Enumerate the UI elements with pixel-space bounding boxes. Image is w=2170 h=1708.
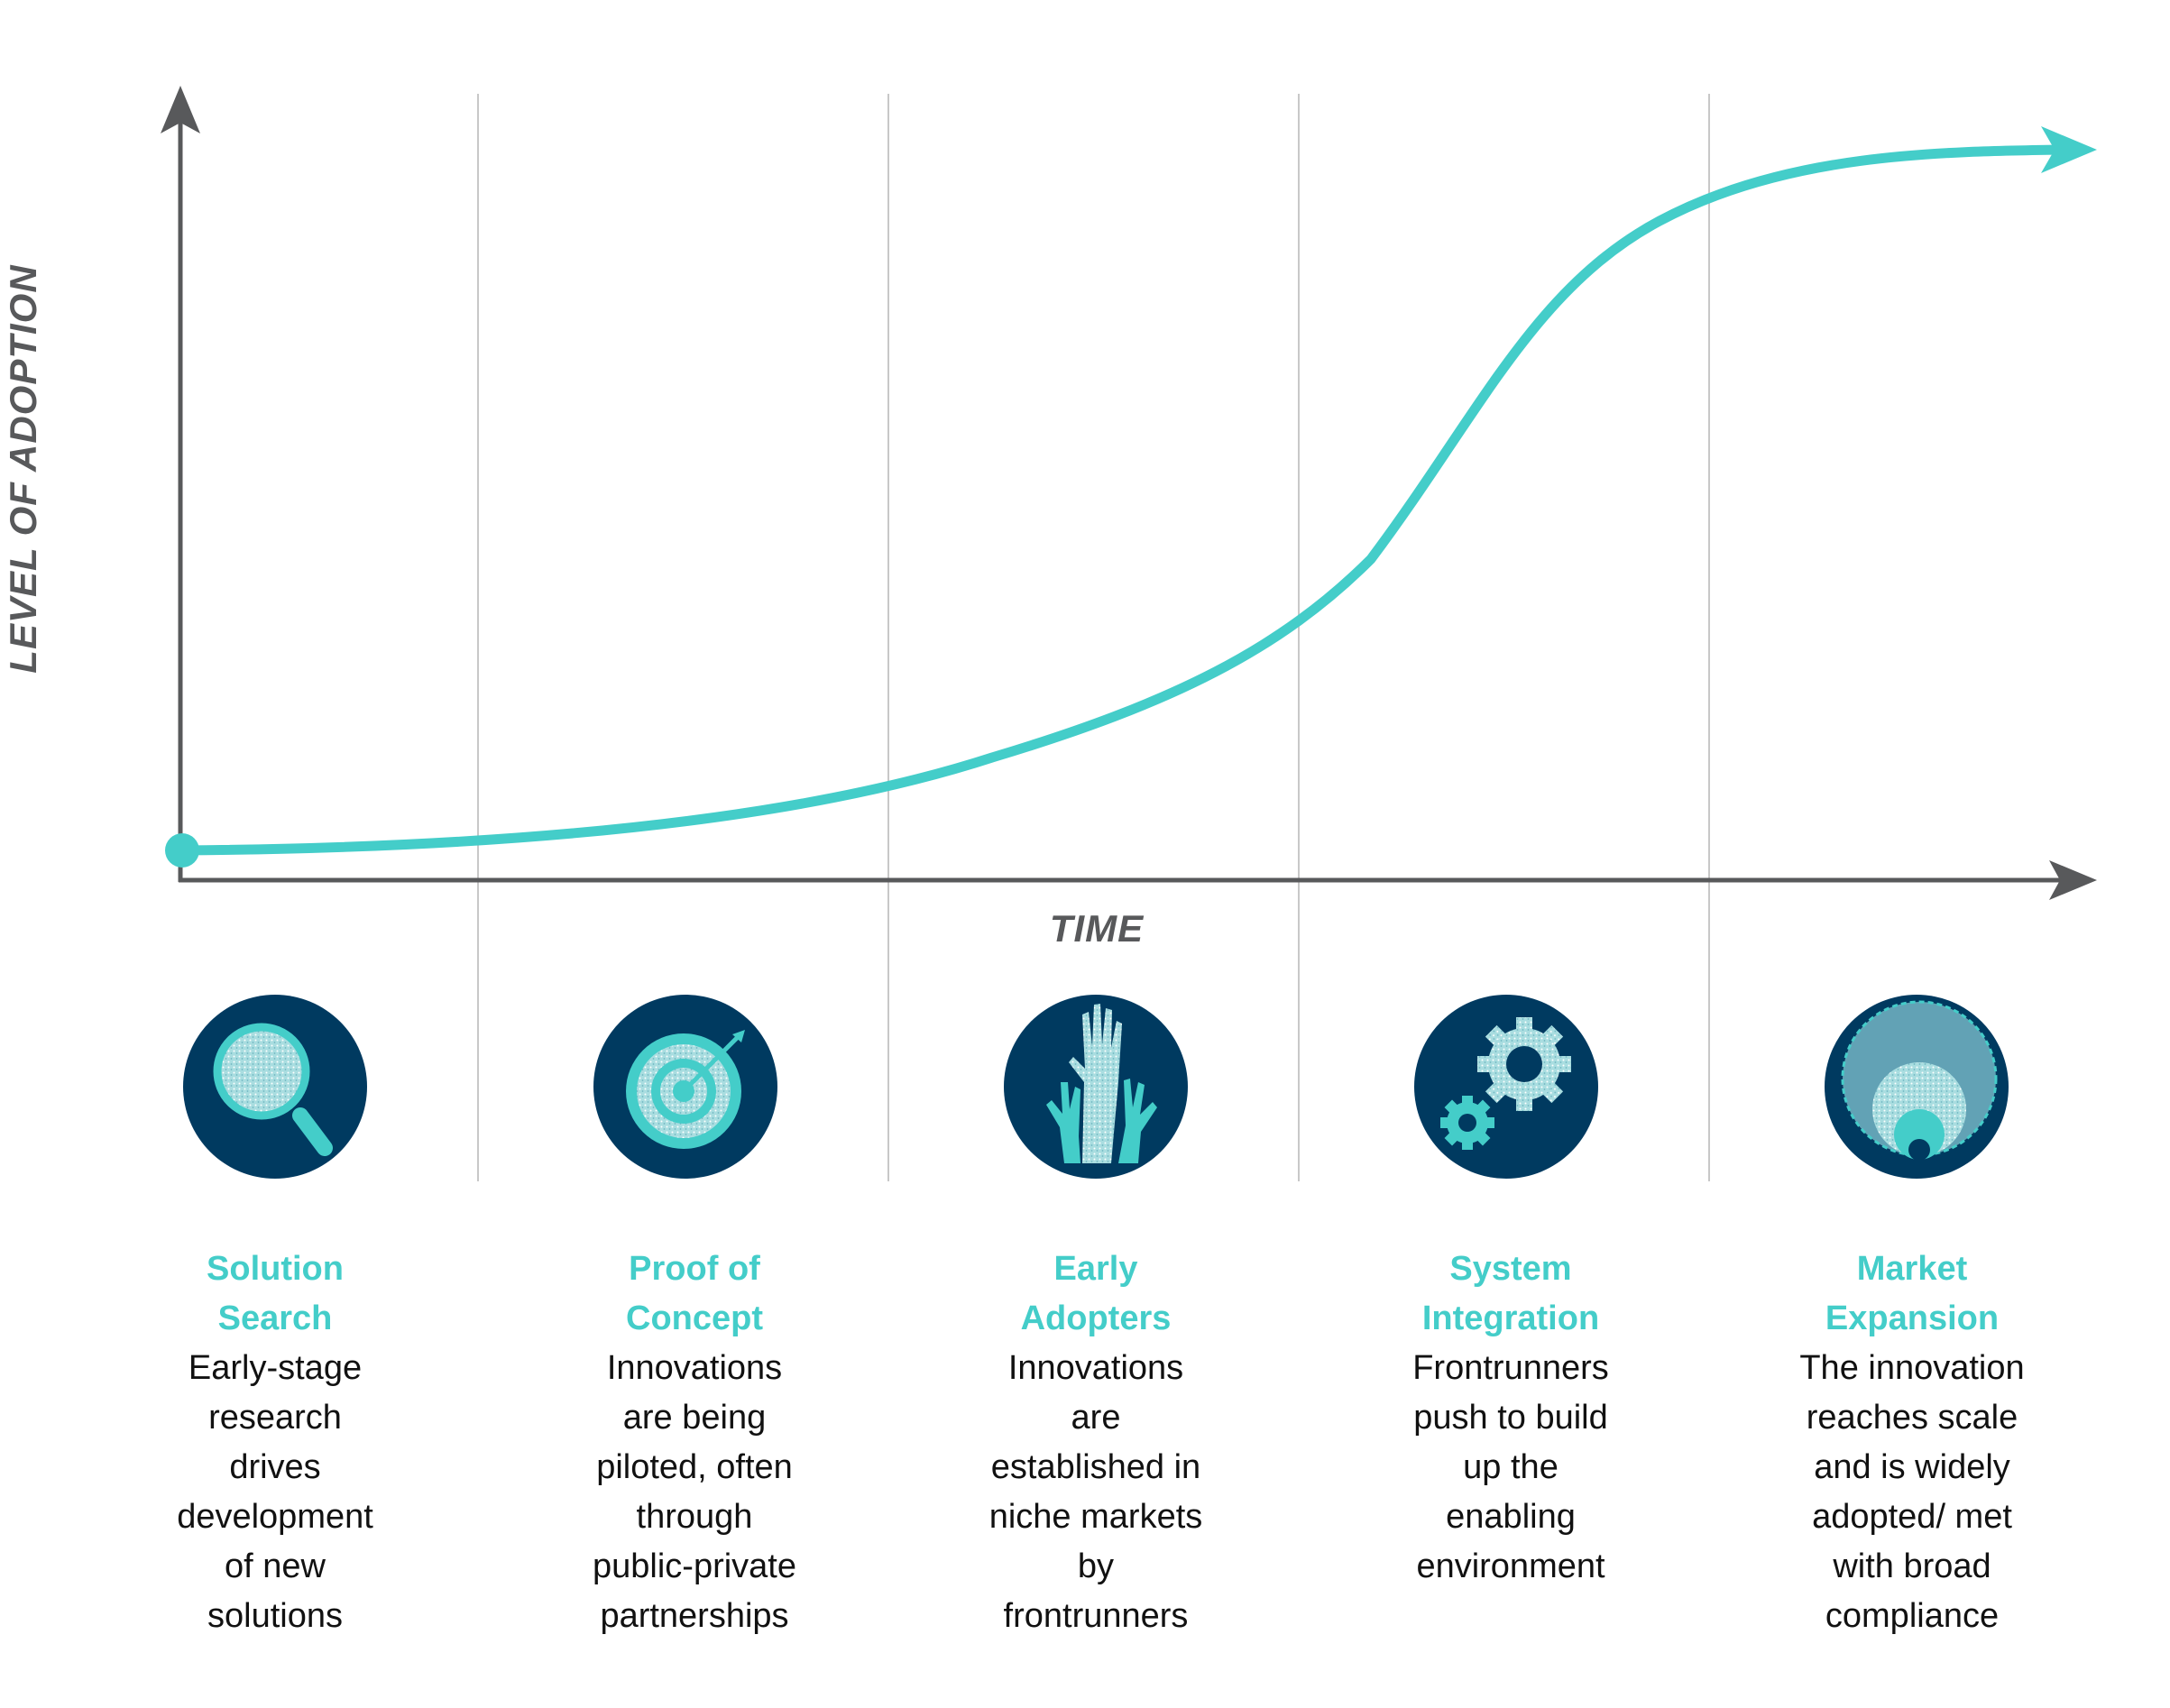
- raised-hands-icon: [1004, 995, 1188, 1179]
- stage-dividers: [477, 94, 1710, 1181]
- stage-description-line: solutions: [207, 1597, 343, 1635]
- stage-description-line: and is widely: [1814, 1448, 2010, 1486]
- stage-description-line: environment: [1416, 1547, 1605, 1585]
- stage-description-line: are: [1071, 1399, 1121, 1437]
- stage-description-line: by: [1077, 1547, 1115, 1585]
- curve-arrowhead: [2041, 126, 2097, 173]
- stage-description-line: Early-stage: [188, 1349, 363, 1387]
- stage-description-line: drives: [229, 1448, 321, 1486]
- stage-description-line: public-private: [593, 1547, 796, 1585]
- y-axis-label: LEVEL OF ADOPTION: [2, 264, 44, 674]
- stage-description-line: with broad: [1833, 1547, 1991, 1585]
- stage-title-line: Solution: [207, 1250, 344, 1288]
- stage-proof-of-concept: Proof of Concept Innovations are being p…: [559, 1244, 830, 1641]
- stage-description-line: frontrunners: [1003, 1597, 1189, 1635]
- stage-solution-search: Solution Search Early-stage research dri…: [140, 1244, 410, 1641]
- stage-description-line: Innovations: [606, 1349, 783, 1387]
- stage-description-line: of new: [225, 1547, 326, 1585]
- stage-title-line: Expansion: [1825, 1299, 2000, 1337]
- x-axis-arrowhead: [2049, 860, 2097, 900]
- y-axis-arrowhead: [161, 86, 200, 133]
- stage-description-line: enabling: [1446, 1498, 1576, 1536]
- stage-market-expansion: Market Expansion The innovation reaches …: [1777, 1244, 2047, 1641]
- stage-system-integration: System Integration Frontrunners push to …: [1375, 1244, 1646, 1592]
- stage-description-line: are being: [622, 1399, 767, 1437]
- stage-description-line: Innovations: [1007, 1349, 1184, 1387]
- stage-description-line: through: [636, 1498, 753, 1536]
- x-axis-label: TIME: [1049, 907, 1145, 950]
- stage-description-line: up the: [1463, 1448, 1559, 1486]
- stage-title-line: Integration: [1421, 1299, 1600, 1337]
- stage-title-line: Proof of: [629, 1250, 760, 1288]
- stage-title-line: Market: [1856, 1250, 1968, 1288]
- stage-title-line: Concept: [626, 1299, 763, 1337]
- stage-description-line: development: [177, 1498, 373, 1536]
- expanding-circles-icon: [1825, 995, 2009, 1179]
- stage-description-line: The innovation: [1799, 1349, 2025, 1387]
- stage-description-line: research: [208, 1399, 342, 1437]
- stage-early-adopters: Early Adopters Innovations are establish…: [961, 1244, 1231, 1641]
- gears-icon: [1414, 995, 1598, 1179]
- stage-description-line: adopted/ met: [1812, 1498, 2012, 1536]
- adoption-s-curve: [177, 144, 2071, 856]
- magnifier-icon: [183, 995, 367, 1179]
- stage-description-line: compliance: [1825, 1597, 2000, 1635]
- stage-description-line: niche markets: [988, 1498, 1203, 1536]
- stage-title-line: Early: [1053, 1250, 1138, 1288]
- stage-description-line: reaches scale: [1806, 1399, 2018, 1437]
- axes: [161, 86, 2097, 900]
- stage-description-line: Frontrunners: [1412, 1349, 1609, 1387]
- stage-title-line: Search: [217, 1299, 333, 1337]
- stage-description-line: established in: [990, 1448, 1201, 1486]
- stage-description-line: piloted, often: [596, 1448, 793, 1486]
- stage-description-line: push to build: [1413, 1399, 1608, 1437]
- stage-title-line: Adopters: [1020, 1299, 1172, 1337]
- curve-start-dot: [165, 833, 199, 868]
- target-icon: [593, 995, 777, 1179]
- stage-description-line: partnerships: [600, 1597, 789, 1635]
- stage-title-line: System: [1449, 1250, 1572, 1288]
